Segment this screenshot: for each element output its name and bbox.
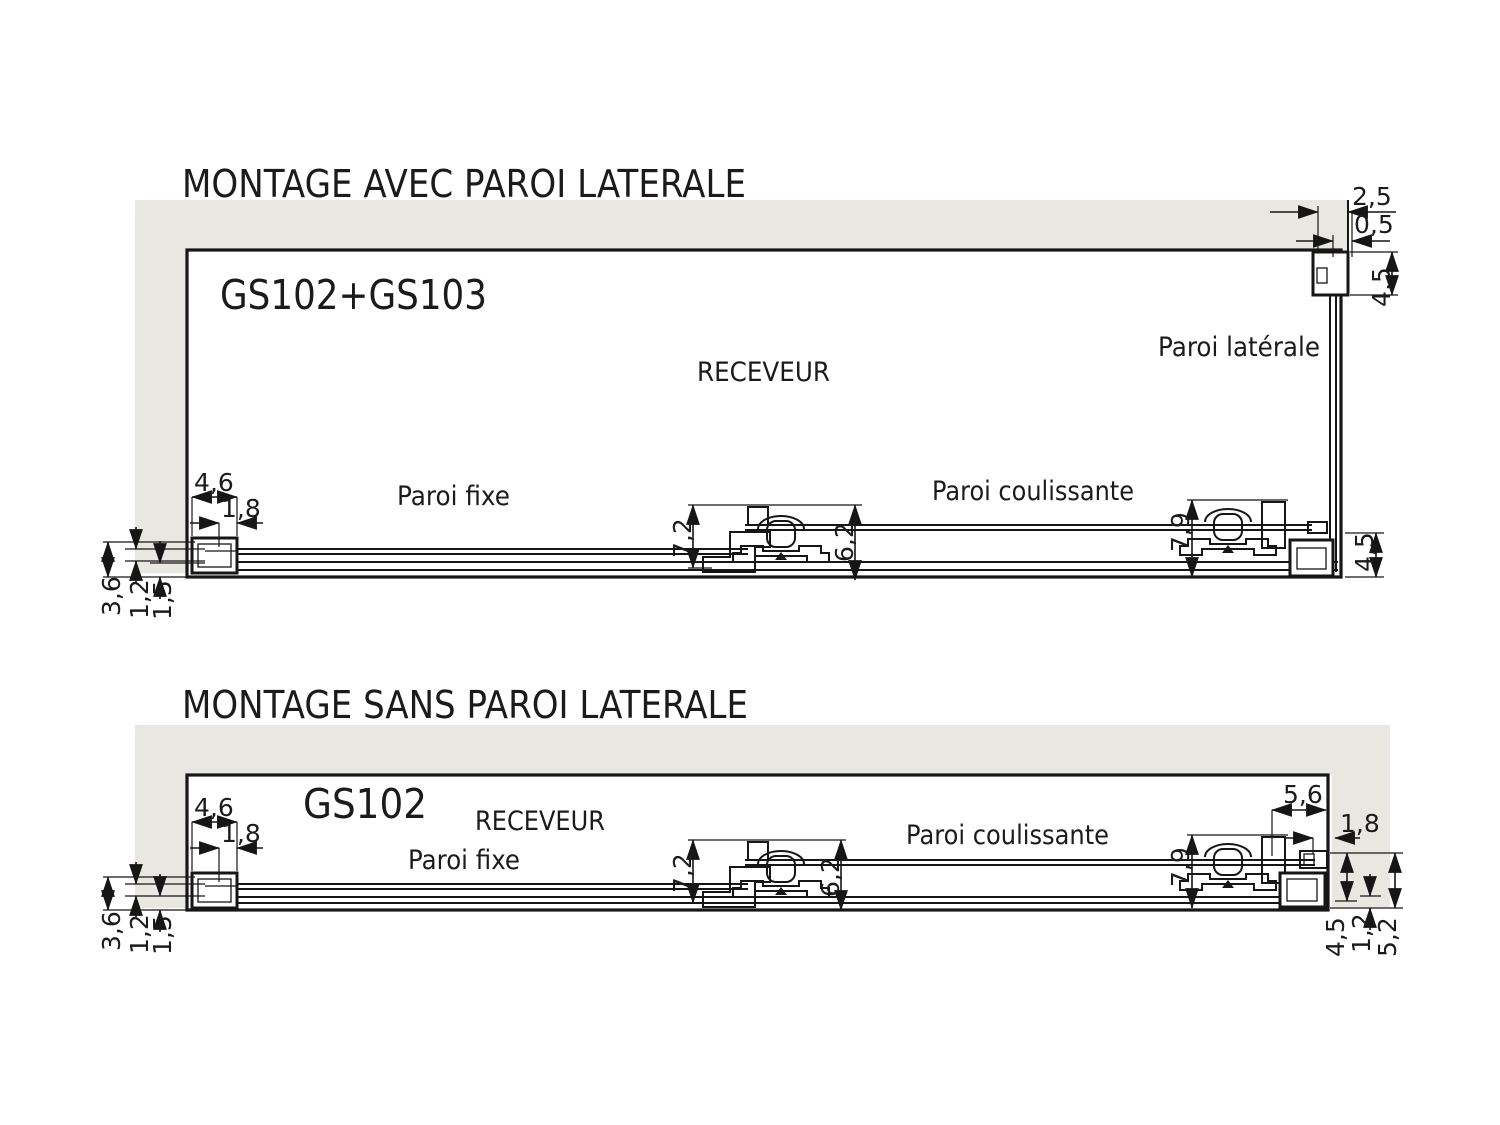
sliding-panel-glass xyxy=(745,524,1312,531)
sliding-panel-label: Paroi coulissante xyxy=(906,820,1109,851)
bottom-rails xyxy=(198,561,1338,571)
dim-label: 1,8 xyxy=(221,819,261,848)
dimensions-top: 2,5 0,5 4,5 4,6 xyxy=(97,182,1399,620)
sliding-panel-label: Paroi coulissante xyxy=(932,476,1134,507)
dim-label: 1,2 xyxy=(125,914,154,954)
tray-label: RECEVEUR xyxy=(697,357,830,388)
dim-track-height: 6,2 xyxy=(816,839,848,911)
fixed-panel-label: Paroi fixe xyxy=(408,845,520,876)
dim-label: 1,2 xyxy=(1347,913,1376,953)
dim-label: 3,6 xyxy=(97,576,126,616)
fixed-panel-label: Paroi fixe xyxy=(397,481,510,512)
dim-corner-height: 4,5 xyxy=(1345,532,1384,578)
side-panel-label: Paroi latérale xyxy=(1158,332,1320,363)
dim-track-height: 6,2 xyxy=(830,504,862,581)
side-panel-bracket xyxy=(1311,250,1350,297)
wall-profile xyxy=(190,536,239,575)
dim-label: 1,2 xyxy=(125,579,154,619)
dim-label: 4,6 xyxy=(194,468,234,497)
end-roller-assembly xyxy=(1180,837,1285,890)
dim-label: 7,2 xyxy=(668,853,697,893)
model-label: GS102 xyxy=(303,780,427,828)
dim-mid-roller-height: 7,2 xyxy=(668,839,846,904)
dim-label: 7,9 xyxy=(1166,512,1195,552)
dim-label: 1,5 xyxy=(148,580,177,620)
dim-label: 4,5 xyxy=(1367,267,1396,307)
wall-profile xyxy=(190,871,239,910)
dim-wall-profile-width: 4,6 xyxy=(191,793,238,871)
dim-label: 5,6 xyxy=(1283,780,1323,809)
dim-label: 4,6 xyxy=(194,793,234,822)
dim-side-profile-height: 4,5 xyxy=(1350,251,1399,307)
tray-label: RECEVEUR xyxy=(475,806,605,837)
wall-section xyxy=(135,200,1349,573)
dim-label: 4,5 xyxy=(1321,917,1350,957)
diagram-title: MONTAGE SANS PAROI LATERALE xyxy=(182,683,748,727)
dim-rail-stack: 3,6 1,2 1,5 xyxy=(97,527,205,620)
dim-label: 7,2 xyxy=(668,518,697,558)
shower-tray-outline xyxy=(185,248,1343,579)
dim-label: 2,5 xyxy=(1352,182,1392,211)
dim-label: 0,5 xyxy=(1354,210,1394,239)
dim-rail-stack: 3,6 1,2 1,5 xyxy=(97,862,205,955)
dim-end-profile-width: 5,6 xyxy=(1271,780,1327,856)
dim-label: 3,6 xyxy=(97,911,126,951)
dim-end-roller-height: 7,9 xyxy=(1166,834,1288,909)
dim-label: 6,2 xyxy=(816,857,845,897)
dimensions-bottom: 4,6 1,8 3,6 1,2 1,5 xyxy=(97,780,1403,957)
dim-glass-offset: 1,8 xyxy=(190,819,263,882)
dim-label: 6,2 xyxy=(830,522,859,562)
diagram-title: MONTAGE AVEC PAROI LATERALE xyxy=(182,162,746,206)
fixed-panel-glass xyxy=(237,548,748,555)
dim-label: 1,5 xyxy=(148,915,177,955)
dim-label: 5,2 xyxy=(1373,917,1402,957)
end-roller-assembly xyxy=(1180,502,1285,555)
dim-end-glass-offset: 1,8 xyxy=(1285,809,1380,854)
dim-label: 1,8 xyxy=(221,494,261,523)
dim-profile-gap: 0,5 xyxy=(1296,210,1394,257)
side-panel-glass xyxy=(1329,262,1337,572)
dim-end-roller-height: 7,9 xyxy=(1166,499,1288,578)
corner-profile xyxy=(1288,521,1335,578)
dim-label: 7,9 xyxy=(1166,847,1195,887)
dim-mid-roller-height: 7,2 xyxy=(668,504,862,569)
montage-sans-diagram: MONTAGE SANS PAROI LATERALE GS102 RECEVE… xyxy=(97,683,1403,957)
dim-end-stack: 4,5 1,2 5,2 xyxy=(1321,852,1403,957)
montage-avec-diagram: MONTAGE AVEC PAROI LATERALE GS102+GS103 … xyxy=(97,162,1399,620)
model-label: GS102+GS103 xyxy=(220,271,487,319)
shower-tray-outline xyxy=(185,773,1330,912)
fixed-panel-glass xyxy=(237,883,748,890)
end-wall-profile xyxy=(1278,850,1328,909)
dim-label: 1,8 xyxy=(1340,809,1380,838)
dim-label: 4,5 xyxy=(1350,532,1379,572)
dim-wall-offset: 2,5 xyxy=(1270,182,1396,250)
dim-glass-offset: 1,8 xyxy=(190,494,263,547)
bottom-rails xyxy=(198,896,1326,904)
